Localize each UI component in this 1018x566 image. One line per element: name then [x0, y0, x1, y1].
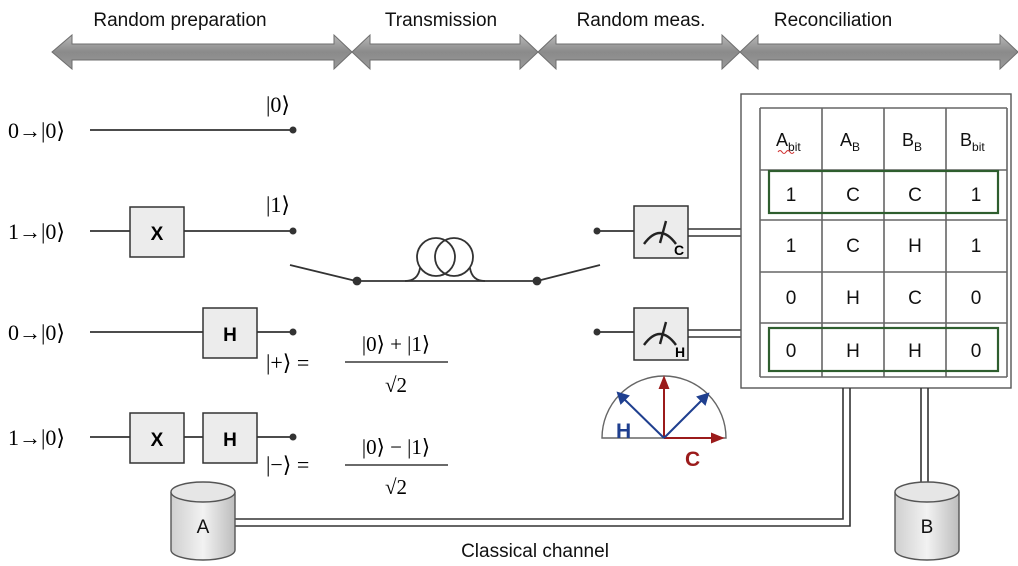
table-cell: 0	[971, 341, 982, 362]
table-cell: 1	[971, 185, 982, 206]
x-gate-row-3	[129, 412, 185, 464]
bob-label: B	[921, 517, 934, 538]
h-basis-label: H	[616, 420, 631, 443]
input-label-row-3: 1→|0⟩	[8, 425, 65, 450]
header-a-bit: Abit	[776, 130, 801, 154]
match-highlight-row-1	[767, 169, 1000, 215]
minus-state-numerator: |0⟩ − |1⟩	[362, 435, 430, 459]
table-cell: H	[908, 236, 922, 257]
plus-state-lhs: |+⟩ =	[266, 350, 309, 375]
table-cell: 1	[971, 236, 982, 257]
phase-label-reconciliation: Reconciliation	[774, 10, 892, 31]
table-grid	[759, 107, 1008, 378]
table-cell: 1	[786, 185, 797, 206]
input-label-row-1: 1→|0⟩	[8, 219, 65, 244]
meter-h-icon	[643, 321, 677, 346]
table-cell: C	[908, 288, 922, 309]
header-b-bit: Bbit	[960, 130, 985, 154]
receiver-switch	[536, 264, 601, 282]
phase-arrow-transmission	[351, 33, 539, 71]
table-cell: 1	[786, 236, 797, 257]
h-basis-arrows	[616, 391, 710, 439]
preparation-circuits: 0→|0⟩ |0⟩ 1→|0⟩ X |1⟩ 0→|0⟩ H |+⟩ = |0⟩ …	[8, 92, 448, 499]
detector-h-basis-label: H	[675, 344, 685, 360]
wire-end-row-0	[289, 126, 297, 134]
plus-state-numerator: |0⟩ + |1⟩	[362, 332, 430, 356]
x-gate-row-1	[129, 206, 185, 258]
phase-arrows	[51, 33, 1018, 71]
phase-arrow-measurement	[537, 33, 741, 71]
phase-label-transmission: Transmission	[385, 10, 497, 31]
x-gate-label-row-1: X	[151, 224, 164, 245]
sender-switch	[289, 264, 357, 282]
h-gate-row-2	[202, 307, 258, 359]
table-cell: H	[846, 341, 860, 362]
classical-channel-label: Classical channel	[461, 541, 609, 562]
fiber-coil-icon	[404, 237, 486, 282]
meter-c-icon	[643, 220, 677, 245]
table-cell: 0	[971, 288, 982, 309]
h-gate-label-row-3: H	[223, 430, 237, 451]
phase-label-preparation: Random preparation	[93, 10, 266, 31]
table-row: 0 H C 0	[786, 288, 982, 309]
bob-database-icon: B	[894, 481, 960, 561]
table-cell: C	[846, 236, 860, 257]
plus-state-denominator: √2	[385, 373, 407, 397]
header-b-basis: BB	[902, 130, 922, 154]
table-cell: C	[846, 185, 860, 206]
h-gate-row-3	[202, 412, 258, 464]
detector-c-classical-wire	[688, 228, 742, 237]
match-highlight-row-4	[767, 326, 1000, 373]
phase-arrow-reconciliation	[739, 33, 1018, 71]
minus-state-lhs: |−⟩ =	[266, 452, 309, 477]
output-state-row-1: |1⟩	[266, 192, 290, 217]
table-frame	[740, 93, 1012, 389]
alice-label: A	[197, 517, 210, 538]
classical-channel-wires	[234, 388, 929, 527]
phase-label-measurement: Random meas.	[577, 10, 706, 31]
c-basis-arrows	[658, 375, 725, 444]
spellcheck-underline	[777, 149, 795, 155]
table-row: 0 H H 0	[786, 341, 982, 362]
detector-c-basis-label: C	[674, 242, 684, 258]
table-row: 1 C H 1	[786, 236, 982, 257]
table-cell: C	[908, 185, 922, 206]
basis-diagram: H C	[601, 375, 727, 471]
header-a-basis: AB	[840, 130, 860, 154]
wire-end-row-2	[289, 328, 297, 336]
minus-state-denominator: √2	[385, 475, 407, 499]
detector-h-classical-wire	[688, 329, 742, 338]
alice-database-icon: A	[170, 481, 236, 561]
table-cell: H	[908, 341, 922, 362]
quantum-channel	[289, 237, 601, 286]
table-cell: H	[846, 288, 860, 309]
c-basis-label: C	[685, 448, 700, 471]
table-cell: 0	[786, 288, 797, 309]
wire-end-row-3	[289, 433, 297, 441]
h-gate-label-row-2: H	[223, 325, 237, 346]
output-state-row-0: |0⟩	[266, 92, 290, 117]
wire-end-row-1	[289, 227, 297, 235]
table-row: 1 C C 1	[786, 185, 982, 206]
detectors: C H	[593, 205, 742, 361]
input-label-row-0: 0→|0⟩	[8, 118, 65, 143]
input-label-row-2: 0→|0⟩	[8, 320, 65, 345]
reconciliation-table: Abit AB BB Bbit 1 C C 1 1 C H 1 0 H	[740, 93, 1012, 389]
phase-arrow-preparation	[51, 33, 353, 71]
x-gate-label-row-3: X	[151, 430, 164, 451]
table-cell: 0	[786, 341, 797, 362]
